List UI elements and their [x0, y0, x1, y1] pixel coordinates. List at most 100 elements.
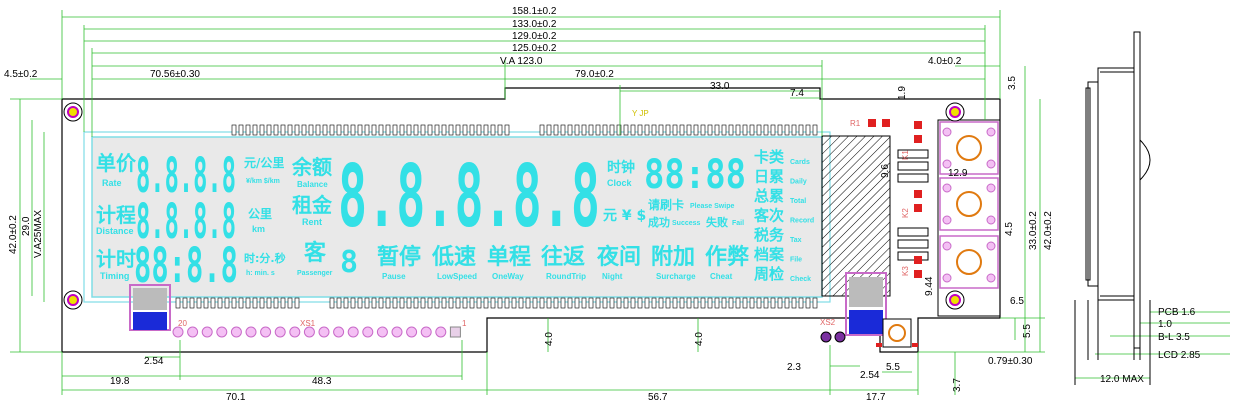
- mode-en: OneWay: [492, 272, 524, 281]
- top-pin: [378, 124, 384, 136]
- success-en: Success: [672, 220, 701, 227]
- bottom-pin: [616, 297, 622, 309]
- top-pin: [798, 124, 804, 136]
- top-pin: [301, 124, 307, 136]
- top-pin: [294, 124, 300, 136]
- top-pin: [413, 124, 419, 136]
- rent-cn: 租金: [292, 193, 333, 217]
- top-pin: [700, 124, 706, 136]
- dim-33: 33.0: [710, 81, 730, 92]
- record-cn: 客次: [753, 207, 784, 225]
- bottom-pin: [658, 297, 664, 309]
- backlight-tab-right-gray: [849, 277, 883, 307]
- dim-4-5: 4.5: [1004, 222, 1015, 236]
- top-pin: [469, 124, 475, 136]
- dim-outline-width: 125.0±0.2: [512, 43, 557, 54]
- led-pad-1: [876, 343, 882, 347]
- xs1-pin: [391, 326, 403, 338]
- bottom-pin: [588, 297, 594, 309]
- xs1-pin: [245, 326, 257, 338]
- top-pin: [686, 124, 692, 136]
- top-pin: [777, 124, 783, 136]
- bottom-pin: [609, 297, 615, 309]
- bottom-pin: [518, 297, 524, 309]
- currency-sign: 元 ¥ $: [603, 208, 646, 224]
- bottom-pin: [427, 297, 433, 309]
- bottom-pin: [476, 297, 482, 309]
- top-pin: [427, 124, 433, 136]
- top-pin: [490, 124, 496, 136]
- xs1-pin: [274, 326, 286, 338]
- top-pin: [679, 124, 685, 136]
- passenger-digit: 8: [340, 245, 358, 280]
- k3-label: K3: [901, 266, 910, 276]
- dim-12-max: 12.0 MAX: [1100, 374, 1144, 385]
- dim-6-5: 6.5: [1010, 296, 1024, 307]
- bottom-pin: [224, 297, 230, 309]
- bottom-pin: [378, 297, 384, 309]
- swipe-cn: 请刷卡: [648, 197, 684, 212]
- distance-digits: 8.8.8.8: [136, 194, 236, 250]
- top-pin: [805, 124, 811, 136]
- record-cn: 总累: [754, 187, 784, 205]
- bottom-pin: [462, 297, 468, 309]
- bottom-pin: [329, 297, 335, 309]
- distance-unit-cn: 公里: [248, 206, 272, 221]
- mode-cn: 低速: [431, 244, 476, 270]
- top-pin: [539, 124, 545, 136]
- pcb-outline: [61, 87, 1001, 353]
- passenger-cn: 客: [304, 240, 327, 266]
- top-pin: [812, 124, 818, 136]
- bottom-pin: [490, 297, 496, 309]
- xs1-pin: [406, 326, 418, 338]
- dim-2-3: 2.3: [787, 362, 801, 373]
- dim-5-5: 5.5: [1022, 324, 1033, 338]
- r1-pad-2: [882, 119, 890, 127]
- bottom-pin: [448, 297, 454, 309]
- bottom-pin: [777, 297, 783, 309]
- bottom-pin: [763, 297, 769, 309]
- xs2-pin-1: [820, 331, 832, 343]
- fail-cn: 失败: [706, 215, 728, 229]
- button-board: [937, 119, 1001, 317]
- top-pin: [742, 124, 748, 136]
- record-en: File: [790, 257, 802, 264]
- top-pin: [504, 124, 510, 136]
- top-pin: [644, 124, 650, 136]
- top-pin: [357, 124, 363, 136]
- balance-cn: 余额: [291, 155, 332, 179]
- top-pin: [483, 124, 489, 136]
- bottom-pin: [469, 297, 475, 309]
- mode-en: LowSpeed: [437, 272, 477, 281]
- record-cn: 税务: [754, 226, 785, 244]
- clock-en: Clock: [607, 178, 633, 188]
- xs1-pin: [449, 326, 461, 338]
- bottom-pin: [259, 297, 265, 309]
- bottom-pin: [273, 297, 279, 309]
- bottom-pin: [742, 297, 748, 309]
- top-pin: [448, 124, 454, 136]
- top-pin: [441, 124, 447, 136]
- bottom-pin: [196, 297, 202, 309]
- swipe-en: Please Swipe: [690, 203, 734, 210]
- backlight-tab-right-blue: [849, 310, 883, 334]
- record-en: Daily: [790, 179, 807, 186]
- record-cn: 周检: [754, 265, 784, 283]
- bottom-pin: [735, 297, 741, 309]
- dim-4-0-a: 4.0: [544, 332, 555, 346]
- bottom-pin: [483, 297, 489, 309]
- bottom-pin: [623, 297, 629, 309]
- clock-digits: 88:88: [644, 152, 746, 198]
- dim-19-8: 19.8: [110, 376, 130, 387]
- bottom-pin: [560, 297, 566, 309]
- backlight-tab-right: [845, 272, 887, 336]
- top-pin: [658, 124, 664, 136]
- top-pin: [784, 124, 790, 136]
- bottom-pin: [812, 297, 818, 309]
- bottom-pin: [567, 297, 573, 309]
- xs1-pin: [260, 326, 272, 338]
- xs1-pin: [362, 326, 374, 338]
- bottom-pin: [770, 297, 776, 309]
- dim-va-height: V.A25MAX: [33, 210, 44, 258]
- top-pin: [392, 124, 398, 136]
